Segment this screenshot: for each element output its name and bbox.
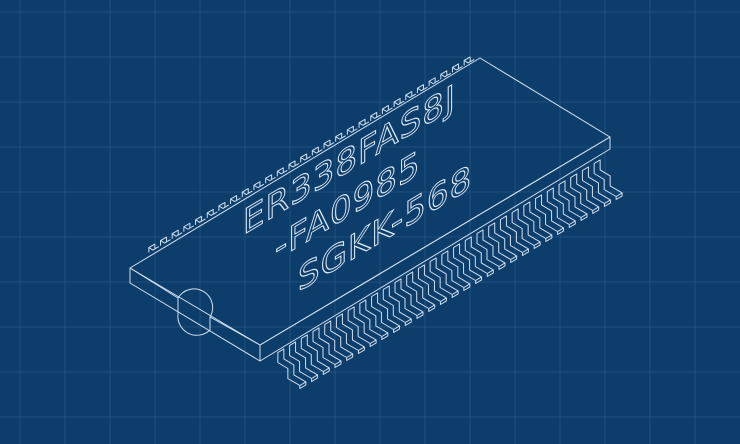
front-pin (593, 159, 623, 200)
back-pin (218, 201, 230, 211)
back-pin (428, 77, 440, 87)
back-pin (195, 215, 206, 225)
front-pin (371, 292, 401, 333)
front-pin (382, 285, 412, 326)
front-pin (429, 257, 459, 298)
front-pin (453, 243, 483, 284)
back-pin (405, 91, 417, 101)
back-pin (206, 208, 218, 218)
back-pin (160, 236, 171, 246)
front-pin (546, 187, 576, 228)
front-pin (511, 208, 541, 249)
front-pin (394, 278, 424, 319)
front-pin (406, 271, 436, 312)
front-pin (523, 201, 553, 242)
front-pin (535, 194, 565, 235)
back-pin (381, 104, 393, 114)
ic-package-icon (129, 57, 611, 362)
front-pin (558, 180, 588, 221)
front-pin (441, 250, 471, 291)
orientation-notch-icon (177, 298, 211, 336)
front-pin (312, 327, 342, 368)
front-pin (277, 348, 307, 389)
front-pin (581, 166, 611, 207)
back-pin (265, 174, 276, 184)
front-pin (359, 299, 389, 340)
back-pin (171, 229, 183, 239)
front-pin (499, 215, 529, 256)
front-pin (347, 306, 377, 347)
back-pin (370, 111, 381, 121)
back-pin (323, 139, 335, 149)
back-pin (358, 118, 370, 128)
back-pin (288, 160, 300, 170)
back-pin (230, 195, 241, 205)
back-pin (463, 56, 475, 66)
back-pin (451, 63, 463, 73)
back-pin (241, 188, 253, 198)
back-pin (416, 84, 428, 94)
back-pin (393, 98, 405, 108)
back-pin (183, 222, 195, 232)
back-pin (276, 167, 288, 177)
front-pin (476, 229, 506, 270)
back-pin (148, 243, 160, 253)
front-pin (335, 313, 365, 354)
front-pin (417, 264, 447, 305)
back-pin (311, 146, 323, 156)
front-pin (488, 222, 518, 263)
back-pin-row (148, 56, 475, 253)
back-pin (440, 70, 452, 80)
back-pin (335, 132, 346, 142)
front-pin (324, 320, 354, 361)
front-pin (464, 236, 494, 277)
back-pin (346, 125, 358, 135)
back-pin (300, 153, 311, 163)
front-pin (289, 341, 319, 382)
front-pin (570, 173, 600, 214)
front-pin-row (277, 159, 623, 389)
back-pin (253, 181, 265, 191)
front-pin (300, 334, 330, 375)
